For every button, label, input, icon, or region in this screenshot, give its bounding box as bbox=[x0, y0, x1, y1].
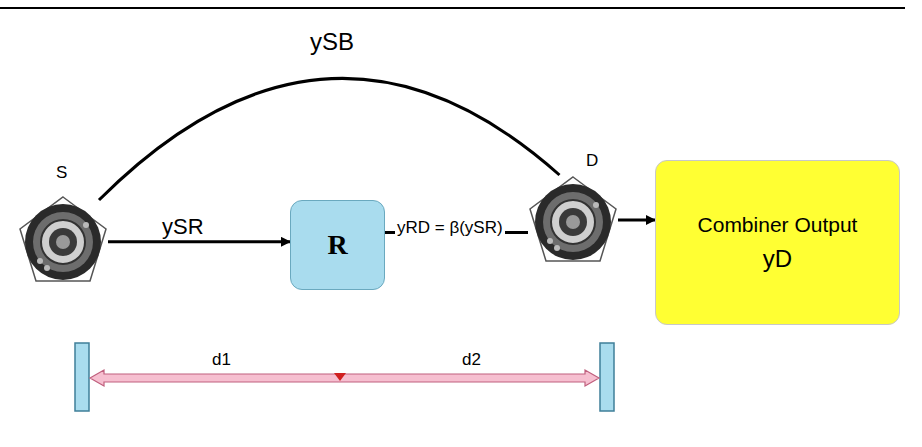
signal-link bbox=[618, 219, 655, 222]
signal-link bbox=[99, 78, 560, 200]
camera-node: S bbox=[18, 195, 108, 285]
box-text: yD bbox=[763, 245, 792, 273]
camera-icon bbox=[528, 175, 618, 265]
signal-link bbox=[108, 240, 290, 243]
box-text: Combiner Output bbox=[698, 213, 858, 237]
camera-icon bbox=[18, 195, 108, 285]
ruler-end bbox=[600, 343, 614, 411]
process-box: R bbox=[290, 200, 385, 290]
signal-label: ySR bbox=[160, 214, 206, 240]
box-text: R bbox=[327, 229, 347, 261]
top-rule bbox=[0, 7, 905, 9]
camera-node: D bbox=[528, 175, 618, 265]
node-label: S bbox=[56, 163, 67, 183]
signal-label: ySB bbox=[308, 28, 356, 56]
midpoint-marker bbox=[334, 373, 346, 381]
distance-arrow bbox=[90, 370, 599, 386]
node-label: D bbox=[586, 151, 598, 171]
distance-label: d1 bbox=[212, 350, 231, 370]
distance-label: d2 bbox=[462, 350, 481, 370]
signal-label: yRD = β(ySR) bbox=[395, 218, 505, 238]
process-box: Combiner Output yD bbox=[655, 160, 900, 325]
ruler-end bbox=[75, 343, 89, 411]
